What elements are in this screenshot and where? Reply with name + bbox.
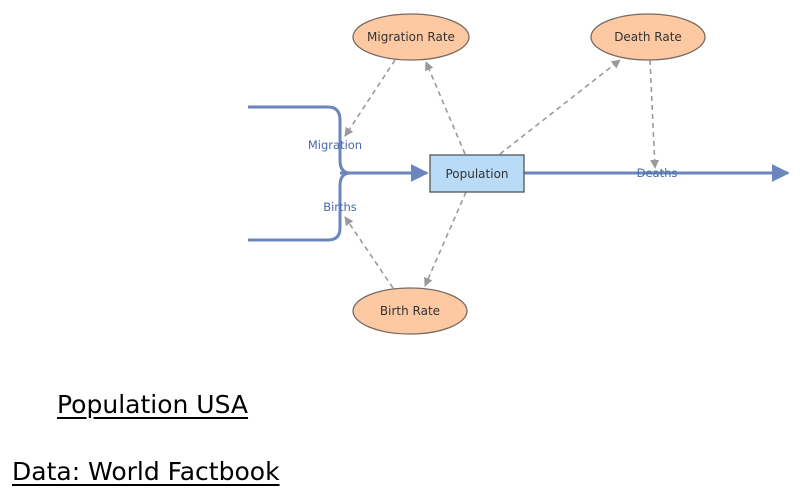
link-birth-rate-to-births: [344, 216, 394, 289]
link-population-to-migration-rate: [425, 61, 466, 155]
births-flow-label: Births: [323, 200, 357, 214]
birth-rate-node[interactable]: Birth Rate: [352, 287, 468, 335]
info-links: [344, 59, 660, 289]
birth-rate-label: Birth Rate: [380, 304, 440, 318]
diagram-title: Population USA: [57, 390, 249, 419]
population-label: Population: [445, 167, 508, 181]
link-population-to-birth-rate: [424, 191, 467, 287]
link-death-rate-to-deaths: [649, 59, 660, 169]
inflow-pipes: [248, 105, 429, 242]
population-stock[interactable]: Population: [429, 154, 525, 193]
migration-rate-label: Migration Rate: [367, 30, 455, 44]
migration-rate-node[interactable]: Migration Rate: [352, 13, 470, 61]
migration-flow-label: Migration: [308, 138, 362, 152]
link-population-to-death-rate: [499, 59, 621, 155]
link-migration-rate-to-migration: [344, 59, 396, 137]
stock-flow-diagram: Population Migration Rate Death Rate Bir…: [248, 13, 790, 335]
death-rate-label: Death Rate: [614, 30, 682, 44]
death-rate-node[interactable]: Death Rate: [590, 13, 706, 61]
data-source-caption: Data: World Factbook: [12, 457, 280, 486]
deaths-flow-label: Deaths: [637, 166, 678, 180]
